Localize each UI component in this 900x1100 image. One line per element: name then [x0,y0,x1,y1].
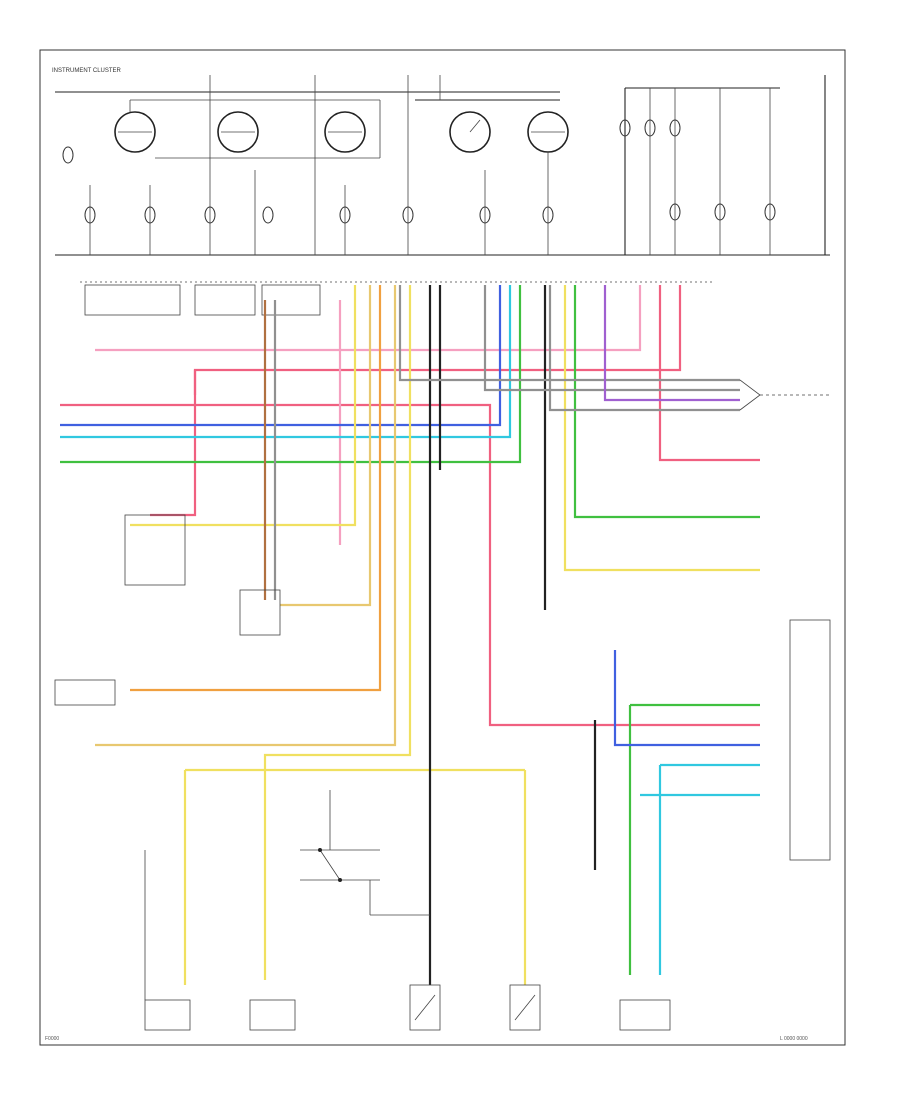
gauge-2 [217,111,259,153]
header-label: INSTRUMENT CLUSTER [52,68,122,74]
sensor-1 [144,999,191,1031]
sensor-2 [249,999,296,1031]
indicator-bulbs [62,119,776,224]
instrument-cluster [55,75,830,256]
footer-right: L 0000 0000 [780,1036,808,1042]
gauge-3 [324,111,366,153]
wire-harness [60,285,830,985]
lower-components [54,514,831,1031]
sensor-5 [619,999,671,1031]
ignition-switch [300,790,430,916]
sensor-3 [409,984,441,1031]
footer-left: F0000 [45,1036,59,1042]
gauge-row [114,111,569,153]
diagram-frame [39,49,846,1046]
sensor-4 [509,984,541,1031]
connector-row [80,281,715,316]
gauge-4 [449,111,491,153]
gauge-1 [114,111,156,153]
